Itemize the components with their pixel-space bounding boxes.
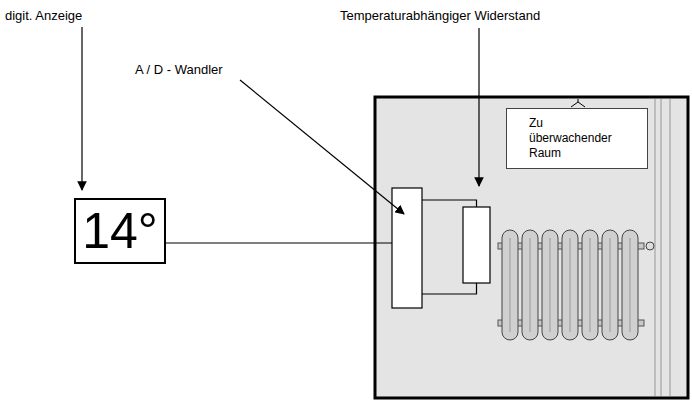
part-label: A / D - Wandler [135,62,223,77]
room-box: Zu überwachender Raum [506,108,648,169]
resistor-symbol [463,207,490,283]
ad-converter-box [392,188,422,308]
radiator [498,230,654,340]
room-outline [375,97,688,398]
room-label: Zu überwachender Raum [529,116,625,161]
part-label: Temperaturabhängiger Widerstand [340,8,540,23]
leader-line [81,27,82,190]
heating-pipes [655,99,670,396]
resistor-wires [422,200,477,294]
digital-display: 14° [74,198,166,264]
display-value: 14° [82,206,158,256]
part-label: digit. Anzeige [5,8,82,23]
signal-arrow [157,242,392,243]
leader-line [240,80,404,214]
leader-line [478,28,479,186]
lamp-symbol [571,99,585,107]
